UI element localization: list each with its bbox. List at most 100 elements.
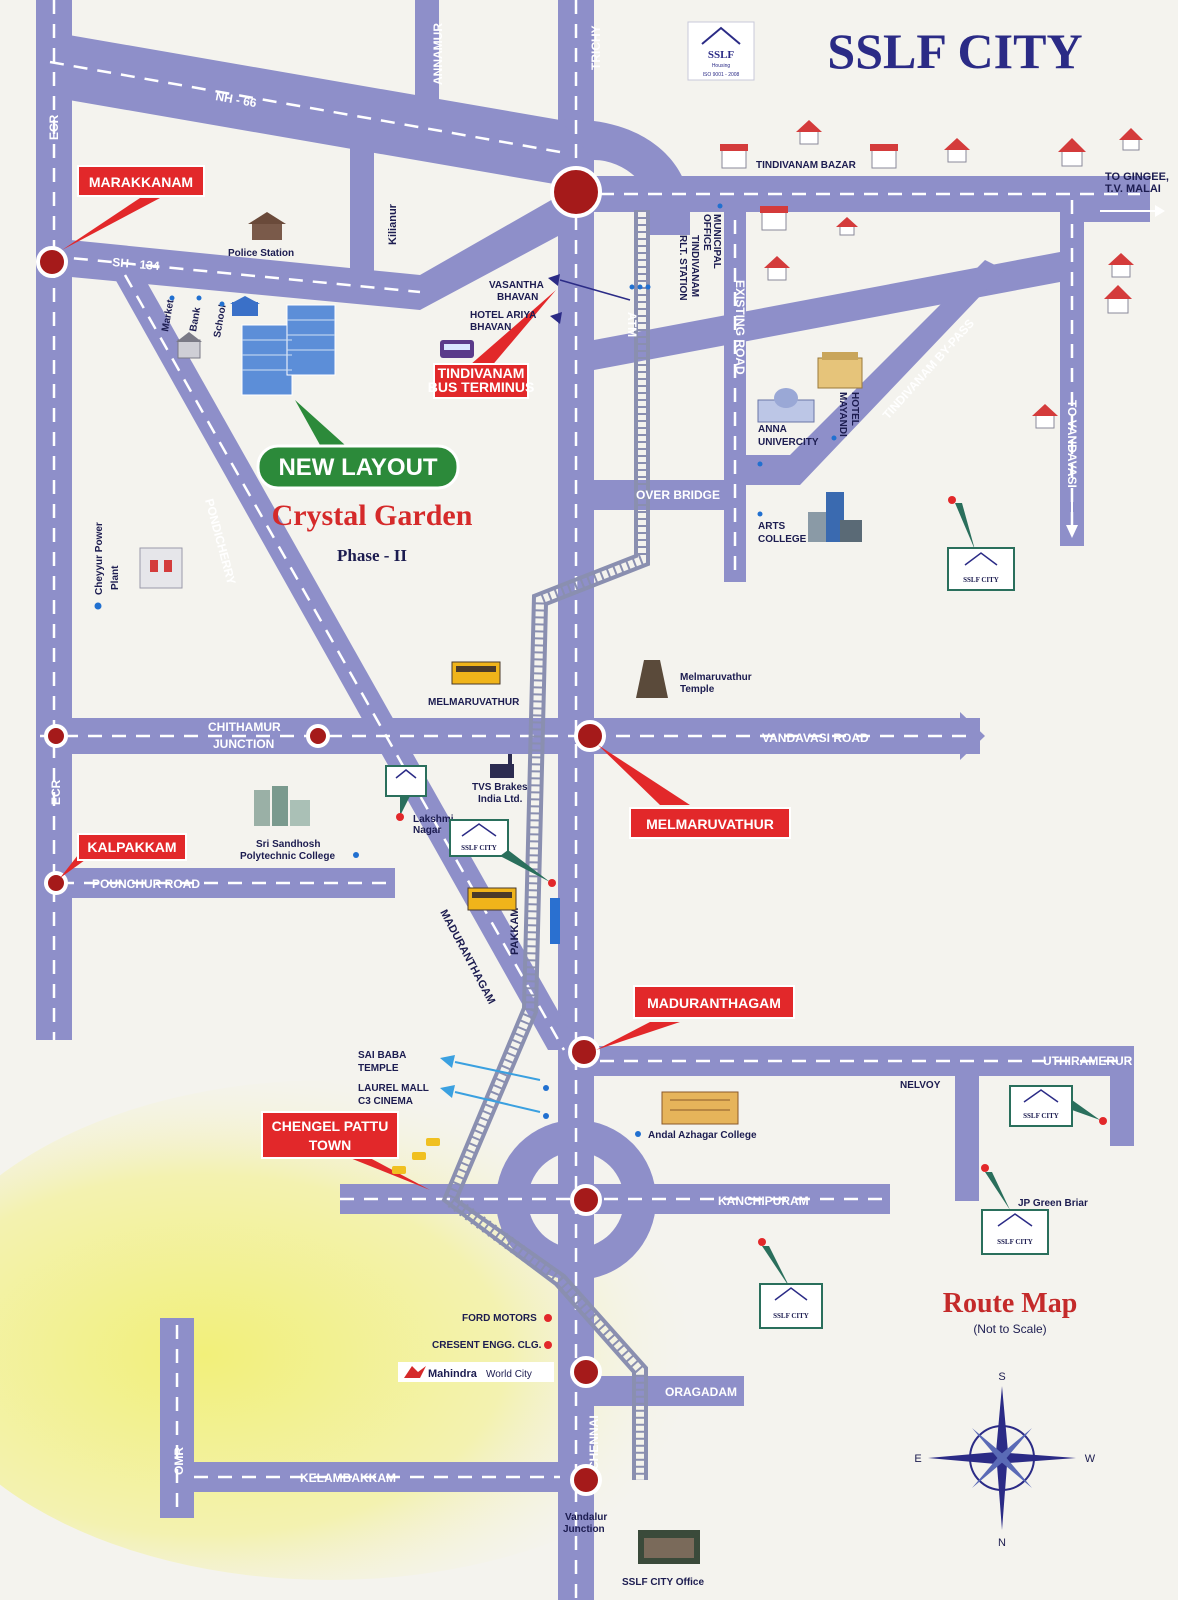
label-lakshmi-1: Lakshmi [413,814,454,825]
label-andal: Andal Azhagar College [648,1130,757,1141]
label-ariya-2: BHAVAN [470,322,511,333]
house-icon [1104,285,1132,314]
label-jp-green: JP Green Briar [1018,1198,1088,1209]
pointer-bus-terminus [470,290,556,368]
mahindra-world-city-logo: Mahindra World City [398,1362,554,1382]
label-vasantha-1: VASANTHA [489,280,544,291]
label-tvs-2: India Ltd. [478,794,523,805]
car-icon [392,1138,440,1174]
road-annamur [415,0,439,120]
label-sslf-office: SSLF CITY Office [622,1577,704,1588]
label-to-vandavasi: TO VANDAVASI [1065,400,1079,488]
university-icon [757,388,815,423]
label-melmaruvathur-rail: MELMARUVATHUR [428,697,520,708]
new-layout-badge: NEW LAYOUT Crystal Garden Phase - II [256,400,473,565]
house-icon [836,217,858,236]
pointer-melmaruvathur [598,745,690,805]
tag-chengelpattu: CHENGEL PATTU TOWN [261,1111,399,1159]
label-to-gingee-1: TO GINGEE, [1105,171,1169,183]
school-icon [230,296,260,316]
house-icon [1058,138,1086,167]
logo-sub: Housing [712,63,731,69]
building-icons [139,120,1143,1564]
label-tvs-1: TVS Brakes [472,782,528,793]
label-over-bridge: OVER BRIDGE [636,488,720,502]
power-plant-icon [139,547,183,589]
shop-icon [720,144,748,169]
town-tags: MARAKKANAM TINDIVANAM BUS TERMINUS KALPA… [60,165,795,1190]
label-kanchipuram: KANCHIPURAM [718,1194,809,1208]
label-cresent: CRESENT ENGG. CLG. [432,1340,542,1351]
factory-icon [490,754,514,778]
label-temple-2: Temple [680,684,715,695]
label-pounchur-road: POUNCHUR ROAD [92,877,200,891]
road-sh134 [50,195,560,310]
svg-text:MELMARUVATHUR: MELMARUVATHUR [646,816,774,832]
label-municipal-2: OFFICE [701,214,712,251]
svg-text:MARAKKANAM: MARAKKANAM [89,174,193,190]
label-ecr-top: ECR [47,114,61,140]
junction-chithamur [306,724,330,748]
junction-ecr-chithamur [44,724,68,748]
road-bypass [746,260,1005,485]
label-sh134: SH - 134 [112,255,161,273]
label-atm: ATM [625,312,639,337]
svg-text:SSLF CITY: SSLF CITY [461,844,497,852]
label-chithamur: CHITHAMUR [208,720,281,734]
svg-text:CHENGEL PATTU: CHENGEL PATTU [272,1118,389,1134]
label-nelvoy: NELVOY [900,1080,941,1091]
label-sandhosh-2: Polytechnic College [240,851,335,862]
road-centerlines [40,0,1140,1600]
svg-text:SSLF CITY: SSLF CITY [997,1238,1033,1246]
sslf-marker: SSLF CITY [449,819,556,887]
house-icon [1108,253,1134,278]
junction-tindivanam [550,166,602,218]
railway [441,210,650,1480]
road-uthiramerur-end [1110,1046,1134,1146]
label-anna-1: ANNA [758,424,787,435]
junction-chengelpattu [570,1184,602,1216]
label-trichy: TRICHY [589,25,603,70]
road-omr [160,1318,194,1518]
compass-rose: S N E W [914,1371,1095,1549]
tag-bus-terminus: TINDIVANAM BUS TERMINUS [428,363,535,399]
sslf-city-markers: SSLF CITY SSLF CITY SSLF CITY SSLF CITY [385,496,1107,1329]
road-oragadam [594,1376,744,1406]
svg-text:BUS TERMINUS: BUS TERMINUS [428,379,535,395]
office-building-icon [638,1530,700,1564]
logo-text: SSLF [708,49,735,61]
road-diagonal-east [594,252,1060,370]
house-icon [944,138,970,163]
label-temple-1: Melmaruvathur [680,672,752,683]
compass-e-label: E [914,1453,921,1465]
label-kelambakkam: KELAMBAKKAM [300,1471,396,1485]
road-kilianur [350,145,374,285]
label-tindivanam-bazar: TINDIVANAM BAZAR [756,160,857,171]
svg-text:KALPAKKAM: KALPAKKAM [87,839,176,855]
label-rly-1: TINDIVANAM [689,235,700,297]
tag-kalpakkam: KALPAKKAM [77,833,187,861]
page-title: SSLF CITY [827,23,1082,79]
bus-icon [440,340,474,358]
logo-iso: ISO 9001 - 2008 [703,72,740,78]
pointer-maduranthagam [596,1022,680,1050]
label-mahindra-world: World City [486,1369,532,1380]
house-icon [1032,404,1058,429]
tag-marakkanam: MARAKKANAM [77,165,205,197]
project-name: Crystal Garden [272,499,473,532]
label-municipal-1: MUNICIPAL [711,214,722,269]
label-junction: JUNCTION [213,737,274,751]
project-phase: Phase - II [337,546,407,565]
shop-icon [760,206,788,231]
compass-w-label: W [1085,1453,1096,1465]
label-vandalur-1: Vandalur [565,1512,607,1523]
layout-plot-image [241,304,336,396]
svg-text:SSLF CITY: SSLF CITY [773,1312,809,1320]
train-icon [467,887,517,911]
label-laurel-1: LAUREL MALL [358,1083,429,1094]
label-rly-2: RLT. STATION [677,235,688,301]
label-bank: Bank [188,306,203,332]
polytechnic-icon [254,786,310,826]
house-icon [796,120,822,145]
